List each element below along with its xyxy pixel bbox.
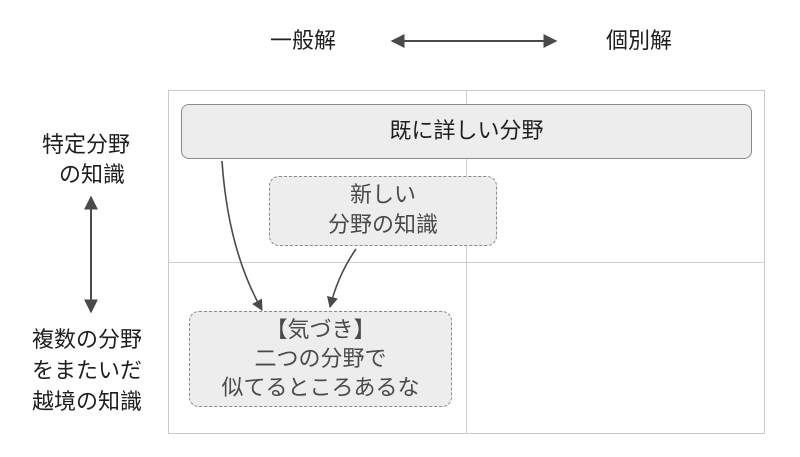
insight-line-3: 似てるところあるな xyxy=(221,375,420,401)
y-axis-bottom-line-1: 複数の分野 xyxy=(32,328,143,353)
y-axis-bottom-label: 複数の分野 をまたいだ 越境の知識 xyxy=(32,325,142,418)
insight-line-1: 【気づき】 xyxy=(265,317,376,343)
y-axis-top-line-1: 特定分野 xyxy=(42,133,131,158)
insight-line-2: 二つの分野で xyxy=(254,346,387,372)
insight-box: 【気づき】 二つの分野で 似てるところあるな xyxy=(189,311,452,407)
y-axis-bottom-line-3: 越境の知識 xyxy=(32,390,143,415)
y-axis-top-line-2: の知識 xyxy=(59,163,126,188)
new-knowledge-box: 新しい 分野の知識 xyxy=(269,176,497,246)
existing-to-insight-arrow xyxy=(221,160,263,311)
y-axis-top-label: 特定分野 の知識 xyxy=(42,131,130,191)
x-axis-right-label: 個別解 xyxy=(606,29,673,54)
grid-horizontal-divider xyxy=(168,262,765,263)
x-axis-left-label: 一般解 xyxy=(270,29,337,54)
new-knowledge-line-1: 新しい xyxy=(349,183,416,208)
new-to-insight-arrow xyxy=(327,248,357,309)
existing-field-box: 既に詳しい分野 xyxy=(181,104,752,159)
existing-field-label: 既に詳しい分野 xyxy=(389,118,544,144)
y-axis-bottom-line-2: をまたいだ xyxy=(32,359,143,384)
new-knowledge-line-2: 分野の知識 xyxy=(327,213,438,238)
